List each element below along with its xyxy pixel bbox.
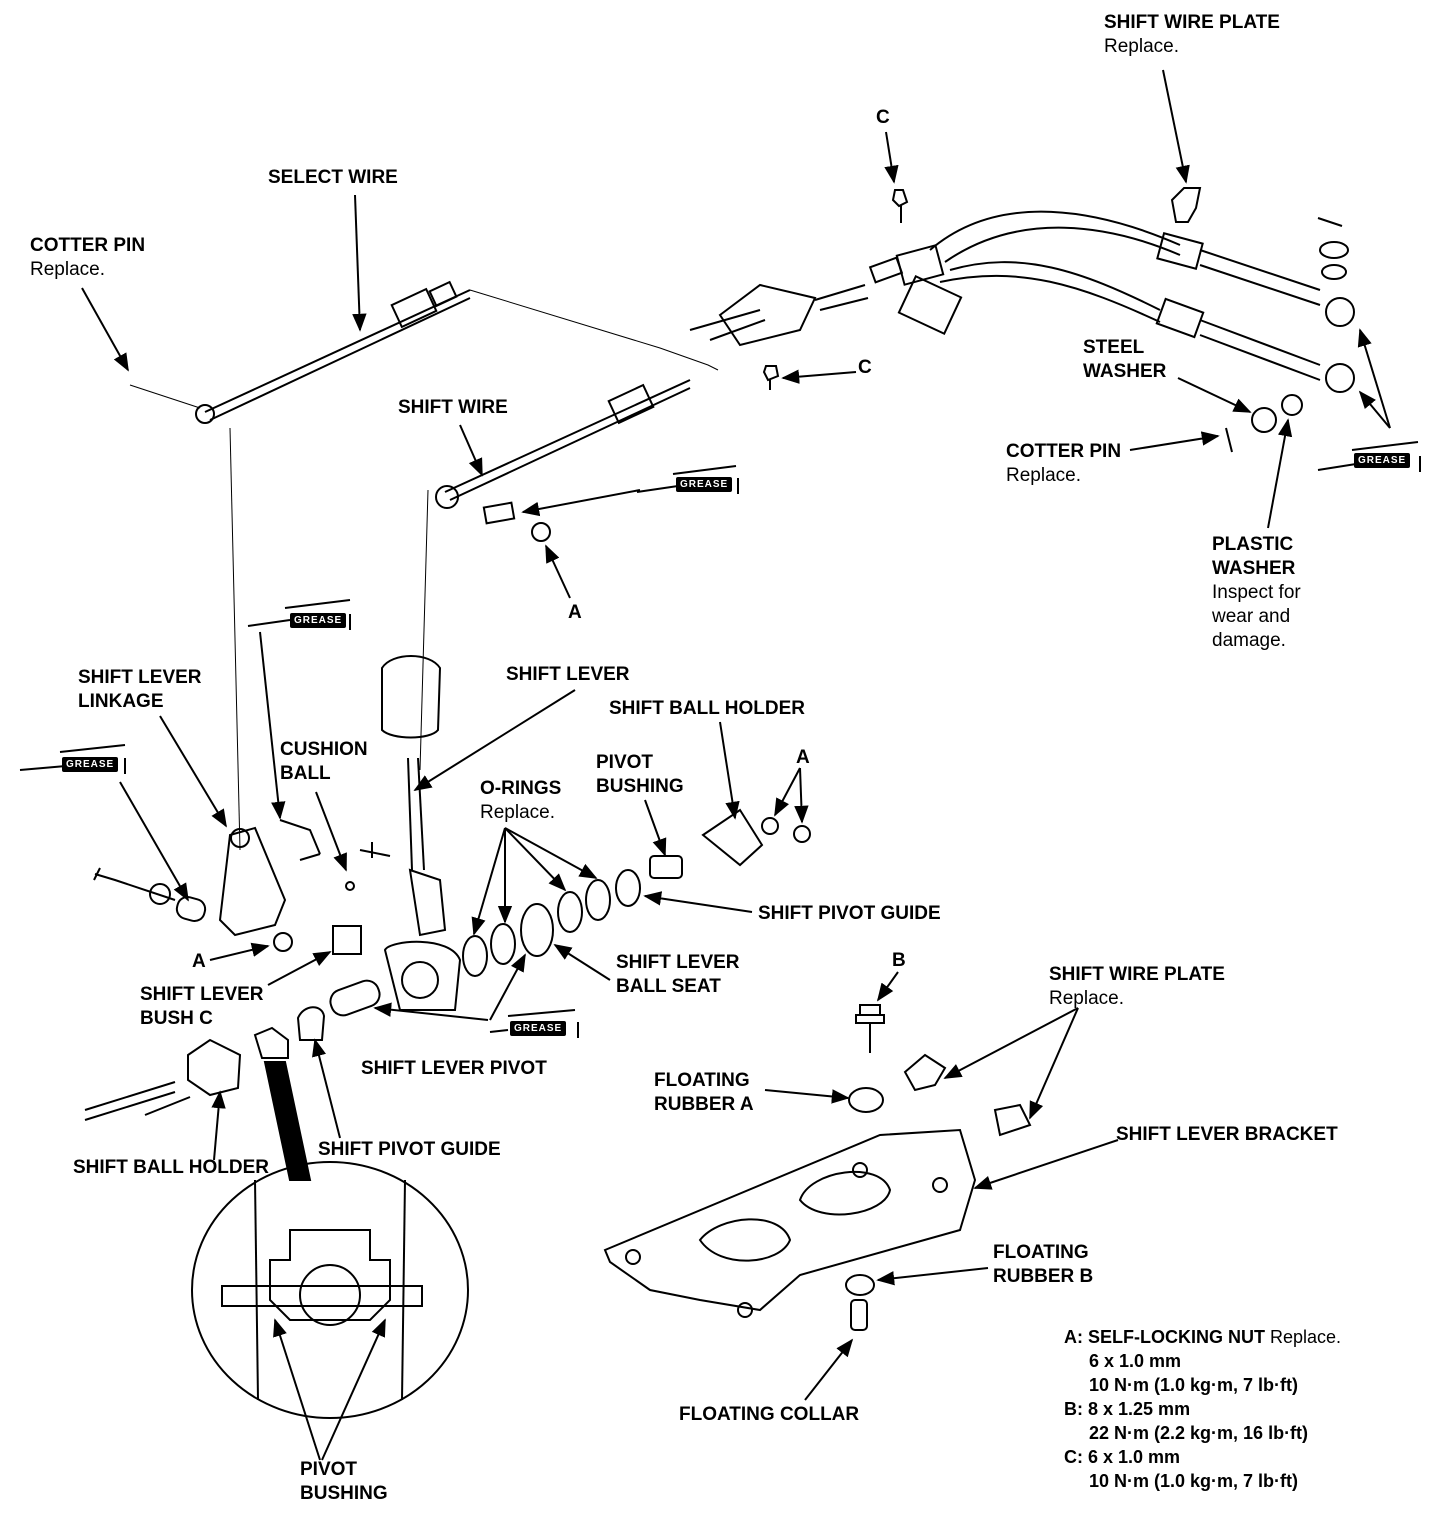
arrow-grease-left xyxy=(119,781,189,902)
label-b: B xyxy=(892,950,906,971)
arrow-steel-washer xyxy=(1177,377,1252,413)
arrow-shift-wire-plate-bottom-2 xyxy=(1029,1007,1079,1120)
arrow-shift-wire xyxy=(459,424,483,477)
shift-lever-bracket-part xyxy=(603,1128,977,1318)
label-select-wire: SELECT WIRE xyxy=(268,167,398,188)
arrow-floating-rubber-a xyxy=(764,1089,850,1104)
cable-guide-bracket xyxy=(689,283,869,347)
legend-c-torque: 10 N·m (1.0 kg·m, 7 lb·ft) xyxy=(1089,1471,1299,1491)
label-o-rings: O-RINGS Replace. xyxy=(480,778,562,823)
arrow-grease-shift-wire xyxy=(521,489,641,517)
label-shift-pivot-guide-right: SHIFT PIVOT GUIDE xyxy=(758,903,941,924)
label-shift-lever: SHIFT LEVER xyxy=(506,664,630,685)
arrow-shift-wire-plate-bottom-1 xyxy=(943,1007,1079,1079)
label-a-left: A xyxy=(192,951,206,972)
label-cotter-pin-right: COTTER PIN Replace. xyxy=(1006,441,1122,486)
arrow-a-right-1 xyxy=(774,767,801,817)
arrow-shift-pivot-guide-right xyxy=(643,891,753,913)
arrow-plastic-washer xyxy=(1267,418,1293,529)
label-cushion-ball: CUSHION BALL xyxy=(280,739,368,784)
arrow-shift-lever-ball-seat xyxy=(553,944,611,981)
label-floating-rubber-a: FLOATING RUBBER A xyxy=(654,1070,754,1115)
pivot-bushing-detail xyxy=(191,1061,469,1419)
arrow-cotter-pin-right xyxy=(1129,431,1220,451)
arrow-b xyxy=(876,971,899,1002)
legend-a-torque: 10 N·m (1.0 kg·m, 7 lb·ft) xyxy=(1089,1375,1299,1395)
label-a-right: A xyxy=(796,747,810,768)
shift-lever-bush-c-part xyxy=(332,925,362,955)
label-shift-ball-holder-top: SHIFT BALL HOLDER xyxy=(609,698,805,719)
arrow-pivot-bushing-1 xyxy=(273,1318,321,1461)
shift-wire-cable xyxy=(435,379,691,542)
legend-row-c: C: 6 x 1.0 mm xyxy=(1064,1447,1181,1467)
legend-row-b: B: 8 x 1.25 mm xyxy=(1064,1399,1191,1419)
arrow-pivot-bushing-top xyxy=(644,799,667,857)
arrow-shift-lever-pivot xyxy=(373,1002,489,1021)
arrow-a-right-2 xyxy=(794,767,809,824)
label-shift-ball-holder-bottom: SHIFT BALL HOLDER xyxy=(73,1157,269,1178)
shift-lever-linkage-part xyxy=(218,826,293,952)
arrow-pivot-bushing-2 xyxy=(321,1318,386,1461)
arrow-o-ring-4 xyxy=(504,827,598,879)
fastener-legend: A: SELF-LOCKING NUT Replace. 6 x 1.0 mm … xyxy=(1064,1325,1341,1493)
arrow-grease-right-1 xyxy=(1358,390,1391,429)
shift-wire-plate-upper-part xyxy=(1170,187,1202,223)
arrow-shift-lever-bracket xyxy=(973,1139,1119,1190)
grease-tag-pivot: GREASE xyxy=(510,1021,567,1036)
legend-b-torque: 22 N·m (2.2 kg·m, 16 lb·ft) xyxy=(1089,1423,1309,1443)
arrow-o-ring-3 xyxy=(504,827,567,892)
label-shift-lever-linkage: SHIFT LEVER LINKAGE xyxy=(78,667,202,712)
label-shift-pivot-guide-bottom: SHIFT PIVOT GUIDE xyxy=(318,1139,501,1160)
legend-row-a: A: SELF-LOCKING NUT Replace. xyxy=(1064,1327,1342,1347)
grease-tag-right: GREASE xyxy=(1354,453,1411,468)
arrow-grease-ball-seat xyxy=(489,953,526,1021)
arrow-o-ring-1 xyxy=(471,827,506,936)
label-a-mid: A xyxy=(568,602,582,623)
arrow-shift-ball-holder-bottom xyxy=(211,1090,226,1161)
arrow-cushion-ball xyxy=(315,791,347,872)
arrow-bush-c xyxy=(267,951,332,986)
label-shift-lever-ball-seat: SHIFT LEVER BALL SEAT xyxy=(616,952,740,997)
label-shift-lever-pivot: SHIFT LEVER PIVOT xyxy=(361,1058,547,1079)
arrow-c-top xyxy=(884,131,899,184)
select-wire-cable xyxy=(195,280,471,424)
arrow-shift-lever-linkage xyxy=(159,715,227,828)
arrow-shift-lever xyxy=(413,689,576,791)
arrow-shift-ball-holder-top xyxy=(719,721,740,820)
label-pivot-bushing-top: PIVOT BUSHING xyxy=(596,752,684,797)
legend-a-size: 6 x 1.0 mm xyxy=(1089,1351,1182,1371)
main-cable-bundle xyxy=(868,210,1355,393)
label-pivot-bushing-bottom: PIVOT BUSHING xyxy=(300,1459,388,1504)
label-plastic-washer: PLASTIC WASHER Inspect for wear and dama… xyxy=(1212,534,1301,651)
grease-tag-linkage: GREASE xyxy=(290,613,347,628)
label-steel-washer: STEEL WASHER xyxy=(1083,337,1167,382)
label-shift-wire: SHIFT WIRE xyxy=(398,397,508,418)
label-floating-collar: FLOATING COLLAR xyxy=(679,1404,860,1425)
arrow-cotter-pin-left xyxy=(81,287,129,372)
arrow-shift-pivot-guide-bottom xyxy=(312,1038,341,1139)
label-shift-wire-plate-top: SHIFT WIRE PLATE Replace. xyxy=(1104,12,1280,57)
arrow-c-mid xyxy=(781,369,857,384)
label-c-mid: C xyxy=(858,357,872,378)
grease-tag-shift-wire: GREASE xyxy=(676,477,733,492)
label-shift-lever-bracket: SHIFT LEVER BRACKET xyxy=(1116,1124,1338,1145)
label-shift-wire-plate-bottom: SHIFT WIRE PLATE Replace. xyxy=(1049,964,1225,1009)
arrow-floating-rubber-b xyxy=(876,1267,989,1286)
arrow-a-left xyxy=(209,942,270,961)
arrow-a-mid xyxy=(545,544,571,599)
label-c-top: C xyxy=(876,107,890,128)
arrow-shift-wire-plate-top xyxy=(1162,69,1190,184)
label-shift-lever-bush-c: SHIFT LEVER BUSH C xyxy=(140,984,264,1029)
arrow-grease-linkage xyxy=(259,631,286,820)
label-floating-rubber-b: FLOATING RUBBER B xyxy=(993,1242,1094,1287)
grease-tag-left: GREASE xyxy=(62,757,119,772)
label-cotter-pin-left: COTTER PIN Replace. xyxy=(30,235,146,280)
arrow-select-wire xyxy=(352,194,367,332)
arrow-grease-right-2 xyxy=(1357,328,1391,429)
arrow-floating-collar xyxy=(804,1338,854,1401)
shift-lever-assembly xyxy=(381,655,462,1011)
